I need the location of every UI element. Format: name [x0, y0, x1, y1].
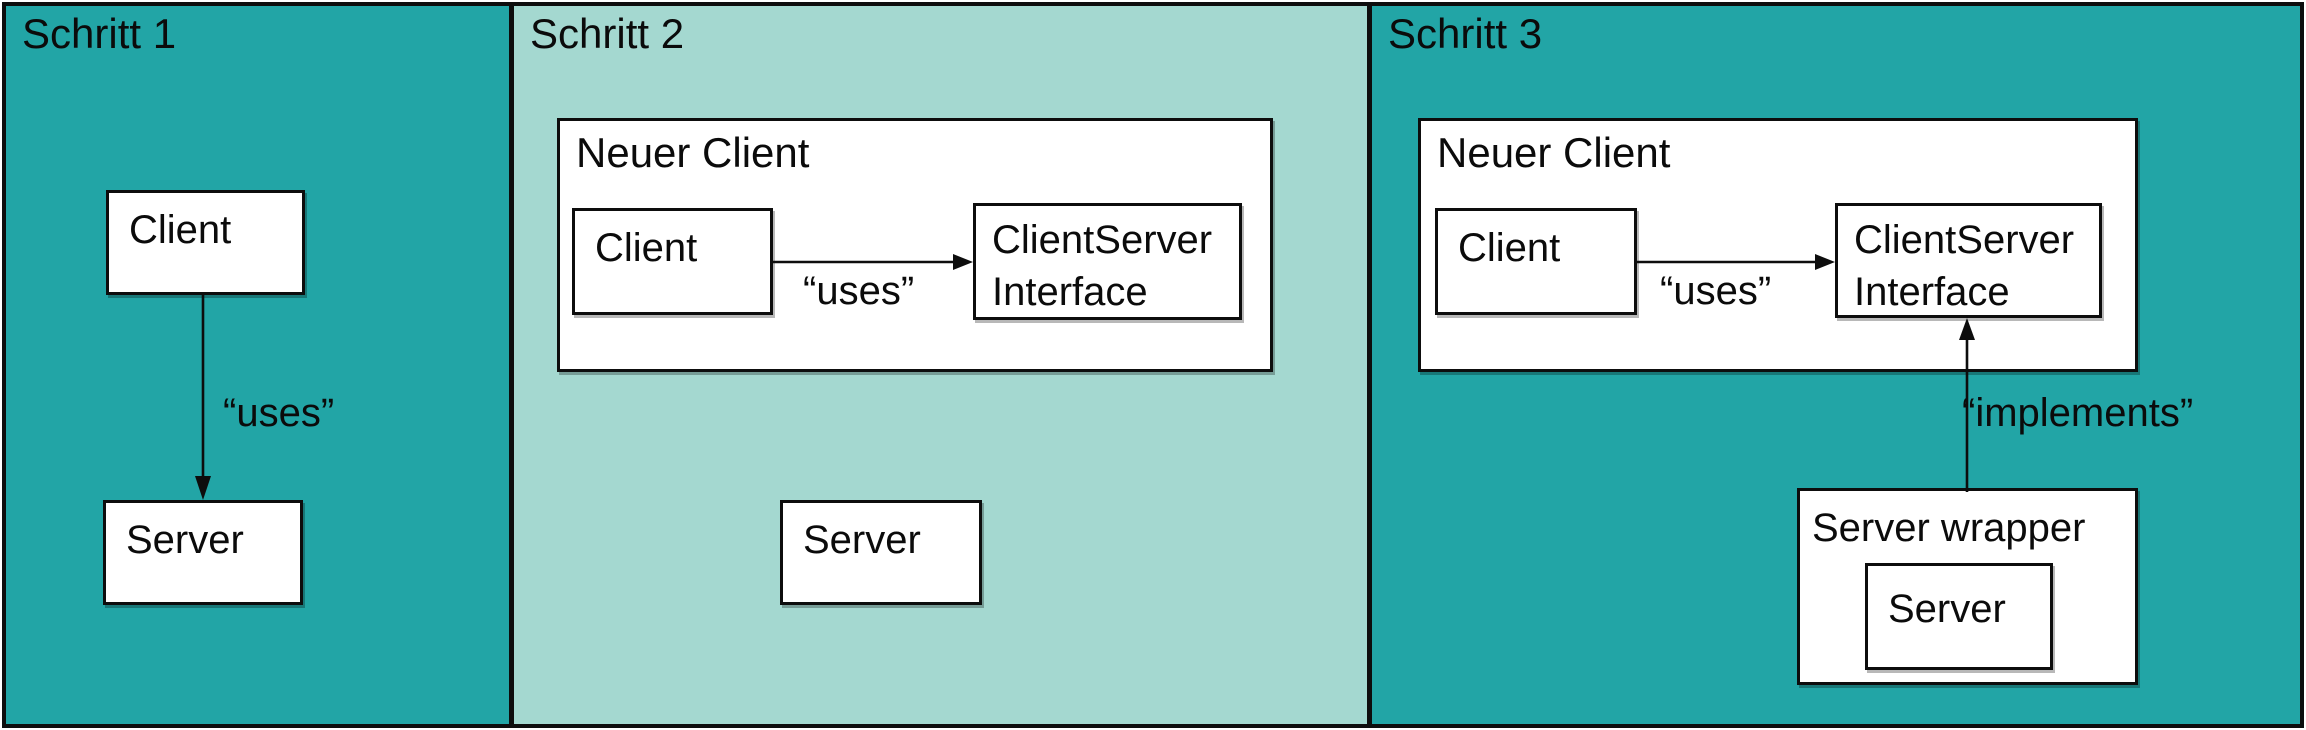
- server-box: Server: [780, 500, 982, 605]
- server-wrapper-label: Server wrapper: [1812, 506, 2086, 550]
- panel-1-header: Schritt 1: [22, 10, 177, 57]
- server-box: Server: [1865, 563, 2053, 670]
- panel-3-header: Schritt 3: [1388, 10, 1543, 57]
- neuer-client-container: Neuer Client Client “uses” ClientServer …: [557, 118, 1273, 372]
- neuer-client-label: Neuer Client: [576, 129, 810, 176]
- server-box: Server: [103, 500, 303, 605]
- implements-edge-label: “implements”: [1962, 391, 2194, 435]
- clientserver-interface-box: ClientServer Interface: [1835, 203, 2102, 318]
- uses-edge-label: “uses”: [223, 391, 335, 435]
- uses-arrow: [1637, 254, 1835, 270]
- clientserver-interface-box: ClientServer Interface: [973, 203, 1242, 320]
- implements-arrow: [1959, 318, 1975, 492]
- neuer-client-label: Neuer Client: [1437, 129, 1671, 176]
- panel-schritt-2: Schritt 2 Neuer Client Client “uses” Cli…: [514, 6, 1367, 724]
- client-box: Client: [1435, 208, 1637, 315]
- panel-2-header: Schritt 2: [530, 10, 685, 57]
- neuer-client-container: Neuer Client Client “uses” ClientServer …: [1418, 118, 2138, 372]
- client-box: Client: [106, 190, 305, 295]
- client-box: Client: [572, 208, 773, 315]
- panel-schritt-3: Schritt 3 Neuer Client Client “uses” Cli…: [1372, 6, 2300, 724]
- uses-arrow: [773, 254, 973, 270]
- uses-arrow: [195, 295, 211, 500]
- server-wrapper-box: Server wrapper Server: [1797, 488, 2138, 685]
- panel-schritt-1: Schritt 1 Client “uses” Server: [6, 6, 509, 724]
- uses-edge-label: “uses”: [1660, 269, 1772, 313]
- uses-edge-label: “uses”: [803, 269, 915, 313]
